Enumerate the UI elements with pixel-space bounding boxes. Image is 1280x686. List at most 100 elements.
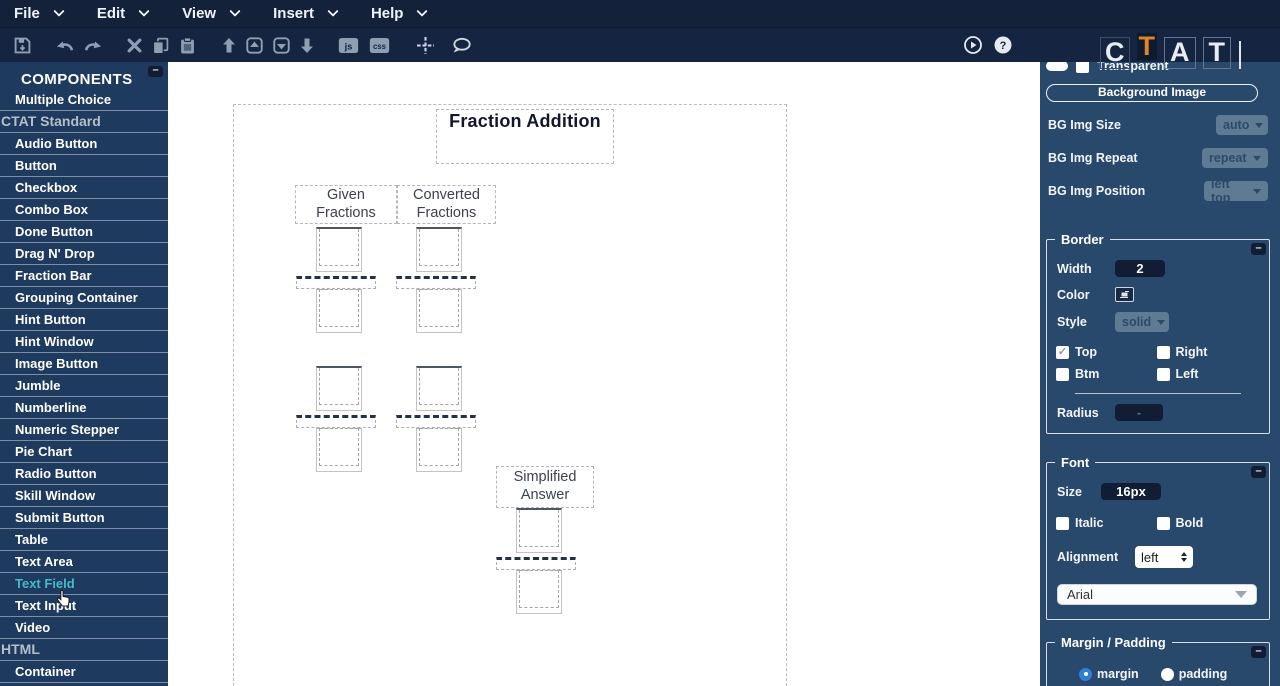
font-italic-checkbox[interactable] — [1056, 516, 1069, 530]
transparent-checkbox[interactable] — [1076, 62, 1089, 73]
fraction-bar-component[interactable] — [396, 415, 476, 428]
sidebar-item-numeric-stepper[interactable]: Numeric Stepper — [0, 419, 168, 441]
fraction-bar-component[interactable] — [496, 557, 576, 570]
sidebar-item-text-input[interactable]: Text Input — [0, 595, 168, 617]
sidebar-item-container[interactable]: Container — [0, 661, 168, 683]
title-text-component[interactable]: Fraction Addition — [436, 109, 614, 164]
crosshair-icon[interactable] — [416, 35, 435, 55]
font-bold-checkbox[interactable] — [1156, 516, 1170, 530]
numerator-text-field[interactable] — [516, 508, 562, 553]
bg-row-dropdown[interactable]: auto — [1216, 115, 1268, 135]
border-color-picker[interactable] — [1115, 287, 1134, 302]
redo-icon[interactable] — [84, 35, 103, 55]
sidebar-item-image-button[interactable]: Image Button — [0, 353, 168, 375]
numerator-text-field[interactable] — [316, 227, 362, 272]
color-swatch[interactable] — [1046, 62, 1068, 71]
padding-radio-option[interactable]: padding — [1160, 667, 1227, 681]
denominator-text-field[interactable] — [516, 570, 562, 614]
border-left-checkbox[interactable] — [1156, 367, 1170, 381]
bg-row-dropdown[interactable]: left top — [1204, 177, 1268, 205]
font-family-dropdown[interactable]: Arial — [1057, 584, 1257, 605]
denominator-text-field[interactable] — [316, 428, 362, 472]
border-btm-checkbox[interactable] — [1056, 367, 1069, 381]
denominator-text-field[interactable] — [416, 428, 462, 472]
sidebar-item-combo-box[interactable]: Combo Box — [0, 199, 168, 221]
menu-file[interactable]: File — [14, 5, 65, 22]
sidebar-item-drag-n-drop[interactable]: Drag N' Drop — [0, 243, 168, 265]
sidebar-item-radio-button[interactable]: Radio Button — [0, 463, 168, 485]
sidebar-item-pie-chart[interactable]: Pie Chart — [0, 441, 168, 463]
font-bold-option[interactable]: Bold — [1156, 516, 1258, 530]
menu-insert[interactable]: Insert — [273, 5, 339, 22]
fraction-bar-component[interactable] — [296, 415, 376, 428]
sidebar-item-hint-button[interactable]: Hint Button — [0, 309, 168, 331]
border-right-option[interactable]: Right — [1156, 345, 1258, 359]
border-radius-input[interactable]: - — [1115, 404, 1163, 421]
sidebar-item-text-field[interactable]: Text Field — [0, 573, 168, 595]
sidebar-item-audio-button[interactable]: Audio Button — [0, 133, 168, 155]
fraction-bar-component[interactable] — [296, 276, 376, 289]
run-icon[interactable] — [963, 35, 983, 55]
alignment-select[interactable]: left — [1135, 546, 1193, 568]
menu-edit[interactable]: Edit — [97, 5, 150, 22]
bg-row-dropdown[interactable]: repeat — [1202, 148, 1268, 168]
help-icon[interactable]: ? — [993, 35, 1013, 55]
collapse-margin-padding-button[interactable]: – — [1251, 646, 1266, 658]
paste-icon[interactable] — [179, 35, 196, 55]
undo-icon[interactable] — [55, 35, 74, 55]
menu-help[interactable]: Help — [371, 5, 429, 22]
move-up-icon[interactable] — [222, 35, 236, 55]
numerator-text-field[interactable] — [416, 227, 462, 272]
sidebar-item-multiple-choice[interactable]: Multiple Choice — [0, 89, 168, 111]
sidebar-item-video[interactable]: Video — [0, 617, 168, 639]
numerator-text-field[interactable] — [316, 366, 362, 411]
fraction-bar-component[interactable] — [396, 276, 476, 289]
padding-radio[interactable] — [1160, 667, 1174, 681]
background-image-button[interactable]: Background Image — [1046, 84, 1258, 102]
margin-radio[interactable] — [1079, 667, 1092, 681]
sidebar-item-hint-window[interactable]: Hint Window — [0, 331, 168, 353]
delete-icon[interactable] — [127, 35, 142, 55]
sidebar-item-jumble[interactable]: Jumble — [0, 375, 168, 397]
send-backward-icon[interactable] — [273, 35, 290, 55]
inspect-icon[interactable] — [451, 35, 472, 55]
border-right-checkbox[interactable] — [1156, 345, 1170, 359]
menu-view[interactable]: View — [182, 5, 241, 22]
border-btm-option[interactable]: Btm — [1056, 367, 1157, 381]
denominator-text-field[interactable] — [316, 289, 362, 333]
bring-forward-icon[interactable] — [246, 35, 263, 55]
sidebar-item-checkbox[interactable]: Checkbox — [0, 177, 168, 199]
save-icon[interactable] — [14, 35, 31, 55]
collapse-font-button[interactable]: – — [1251, 466, 1266, 478]
js-icon[interactable]: js — [338, 35, 359, 55]
margin-radio-option[interactable]: margin — [1079, 667, 1139, 681]
css-icon[interactable]: css — [369, 35, 390, 55]
font-section-title: Font — [1055, 455, 1096, 470]
collapse-components-button[interactable]: – — [148, 65, 163, 77]
sidebar-item-fraction-bar[interactable]: Fraction Bar — [0, 265, 168, 287]
sidebar-item-submit-button[interactable]: Submit Button — [0, 507, 168, 529]
sidebar-item-text-area[interactable]: Text Area — [0, 551, 168, 573]
sidebar-item-grouping-container[interactable]: Grouping Container — [0, 287, 168, 309]
border-top-checkbox[interactable]: ✓ — [1056, 345, 1069, 359]
font-italic-option[interactable]: Italic — [1056, 516, 1157, 530]
border-top-option[interactable]: ✓Top — [1056, 345, 1157, 359]
sidebar-item-button[interactable]: Button — [0, 155, 168, 177]
sidebar-item-table[interactable]: Table — [0, 529, 168, 551]
border-left-option[interactable]: Left — [1156, 367, 1258, 381]
border-width-input[interactable]: 2 — [1115, 260, 1165, 277]
font-size-input[interactable]: 16px — [1101, 483, 1161, 500]
copy-icon[interactable] — [152, 35, 169, 55]
sidebar-item-skill-window[interactable]: Skill Window — [0, 485, 168, 507]
sidebar-item-done-button[interactable]: Done Button — [0, 221, 168, 243]
move-down-icon[interactable] — [300, 35, 314, 55]
collapse-border-button[interactable]: – — [1251, 243, 1266, 255]
numerator-text-field[interactable] — [416, 366, 462, 411]
sidebar-item-numberline[interactable]: Numberline — [0, 397, 168, 419]
denominator-text-field[interactable] — [416, 289, 462, 333]
border-style-dropdown[interactable]: solid — [1115, 312, 1169, 332]
